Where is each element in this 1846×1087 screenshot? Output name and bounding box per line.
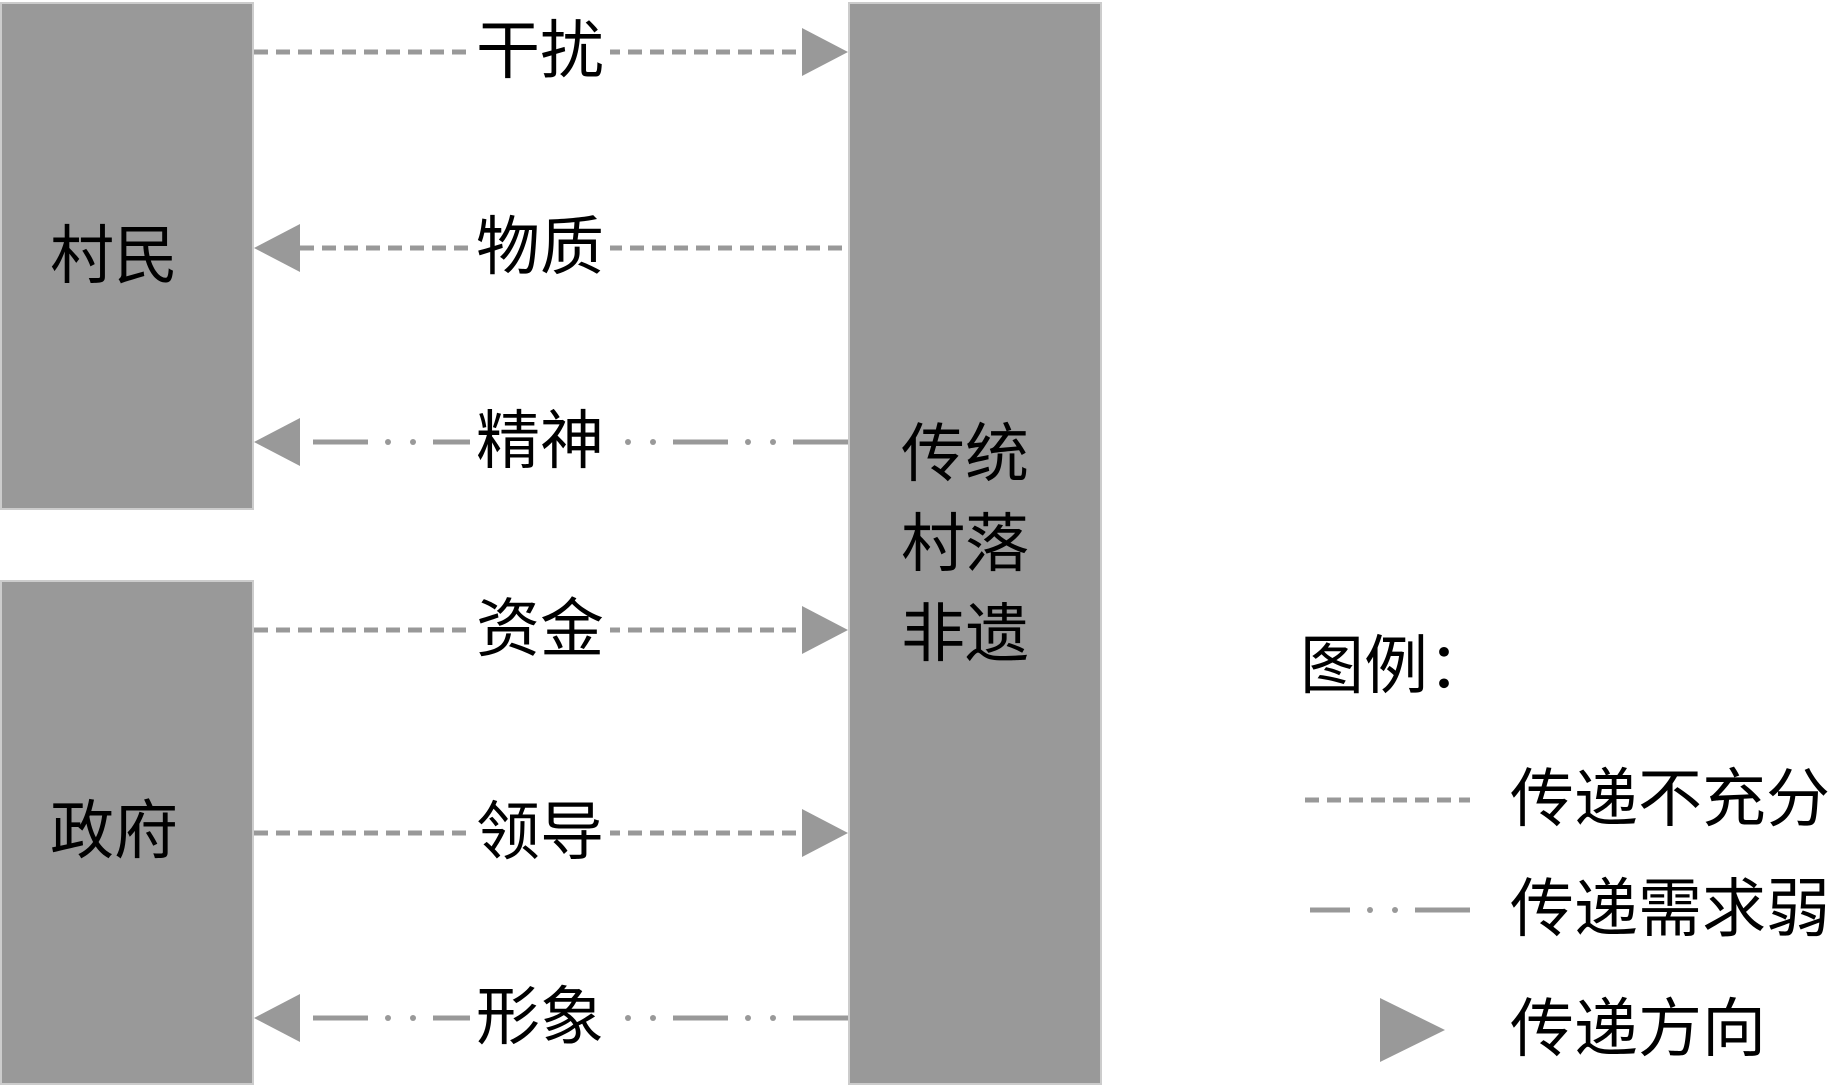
arrow-head-5 [802,809,848,857]
connection-label-6: 形象 [470,986,610,1050]
heritage-label: 传统 村落 非遗 [885,410,1045,680]
legend-label-arrow: 传递方向 [1510,993,1766,1067]
arrow-head-1 [802,28,848,76]
villagers-label: 村民 [50,220,178,294]
connection-label-2: 物质 [470,216,610,280]
arrow-head-6 [254,994,300,1042]
villagers-box [0,2,254,510]
connection-label-3: 精神 [470,410,610,474]
heritage-label-line-2: 村落 [901,508,1029,582]
connection-label-5: 领导 [470,801,610,865]
heritage-box [848,2,1102,1085]
legend-label-dashed: 传递不充分 [1510,763,1830,837]
arrow-head-3 [254,418,300,466]
government-box [0,580,254,1085]
arrow-head-4 [802,606,848,654]
heritage-label-line-3: 非遗 [901,598,1029,672]
arrow-head-2 [254,224,300,272]
legend-title: 图例： [1300,630,1492,704]
connection-label-4: 资金 [470,598,610,662]
legend-arrow-mark [1380,998,1445,1062]
connection-label-1: 干扰 [470,20,610,84]
legend-dashdot-line [1310,907,1470,913]
heritage-label-line-1: 传统 [901,418,1029,492]
government-label: 政府 [50,795,178,869]
legend-label-dashdot: 传递需求弱 [1510,873,1830,947]
